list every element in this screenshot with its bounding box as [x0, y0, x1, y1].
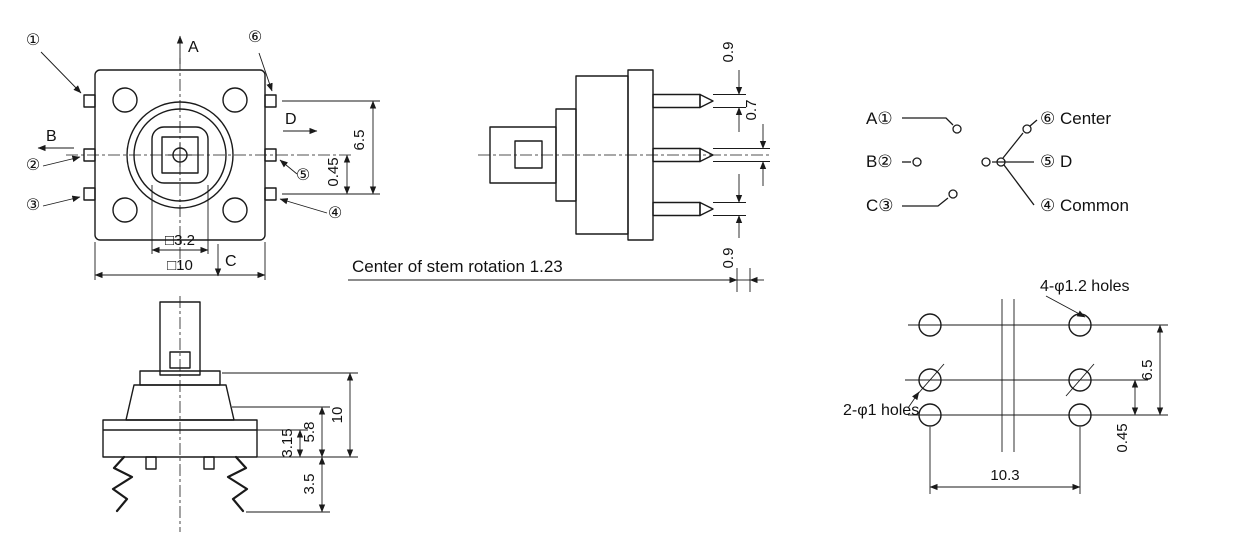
- dim-0-9-top-label: 0.9: [720, 42, 737, 63]
- hole-bottom-left: [918, 403, 942, 427]
- dim-10-label: □10: [167, 257, 193, 274]
- pin-5-label: ⑤: [296, 167, 310, 184]
- pivot-contact: [996, 157, 1006, 167]
- pin-tab-6: [264, 94, 277, 108]
- front-view: 10 5.8 3.15 3.5: [102, 296, 358, 532]
- stem-ring-outer: [126, 101, 234, 209]
- terminal-d-label: ⑤ D: [1040, 152, 1072, 171]
- contact-center: [1022, 124, 1032, 134]
- dim-0-7-label: 0.7: [743, 100, 760, 121]
- hole-top-left: [918, 313, 942, 337]
- contact-b: [912, 157, 922, 167]
- corner-holes-label: 4-φ1.2 holes: [1040, 278, 1130, 295]
- pin-top-tip: [699, 93, 714, 109]
- pin-middle-tip: [699, 147, 714, 163]
- middle-holes-label: 2-φ1 holes: [843, 402, 919, 419]
- lever: [1002, 132, 1024, 159]
- wire-common: [1003, 164, 1035, 206]
- pin-3-leader: [42, 195, 81, 207]
- wire-c: [902, 197, 949, 207]
- stem-square-inner: [161, 136, 199, 174]
- mount-clip-left: [111, 455, 134, 513]
- terminal-center-label: ⑥ Center: [1040, 109, 1111, 128]
- dim-0-9-bottom-label: 0.9: [720, 248, 737, 269]
- pin-6-label: ⑥: [248, 29, 262, 46]
- corner-rivet: [222, 197, 248, 223]
- pin-5-leader: [279, 159, 298, 175]
- hole-bottom-right: [1068, 403, 1092, 427]
- pin-1-label: ①: [26, 32, 40, 49]
- side-view: 0.9 0.7 0.9 Center of stem rotation 1.23: [348, 42, 772, 292]
- direction-a-label: A: [188, 39, 199, 56]
- pin-tab-5: [264, 148, 277, 162]
- dim-5-8-label: 5.8: [301, 422, 318, 443]
- pin-tab-4: [264, 187, 277, 201]
- pin-2-label: ②: [26, 157, 40, 174]
- pin-tab-1: [83, 94, 96, 108]
- circuit-diagram: A① B② C③ ⑥ Center ⑤ D ④ Common: [866, 109, 1129, 215]
- foot-tab: [145, 456, 157, 470]
- dim-0-45-label: 0.45: [325, 157, 342, 186]
- direction-d-label: D: [285, 111, 297, 128]
- dim-10-3-label: 10.3: [990, 467, 1019, 484]
- middle-holes-leader: [907, 391, 920, 409]
- terminal-common-label: ④ Common: [1040, 196, 1129, 215]
- pcb-layout: 4-φ1.2 holes 2-φ1 holes 10.3 6.5 0.45: [843, 278, 1168, 494]
- pin-3-label: ③: [26, 197, 40, 214]
- pin-bottom: [652, 201, 701, 217]
- pin-top: [652, 93, 701, 109]
- dim-6-5-label: 6.5: [1139, 360, 1156, 381]
- pin-bottom-tip: [699, 201, 714, 217]
- contact-a: [952, 124, 962, 134]
- corner-rivet: [222, 87, 248, 113]
- hole-slash: [1065, 363, 1095, 397]
- pin-1-leader: [40, 51, 82, 94]
- dim-10-label: 10: [329, 407, 346, 424]
- stem-detail: [169, 351, 191, 369]
- terminal-a-label: A①: [866, 109, 893, 128]
- contact-d: [981, 157, 991, 167]
- dim-3-2-label: □3.2: [165, 232, 195, 249]
- wire-center: [1029, 119, 1038, 127]
- pin-tab-3: [83, 187, 96, 201]
- pin-6-leader: [258, 52, 273, 92]
- dim-0-45-label: 0.45: [1114, 423, 1131, 452]
- dim-3-5-label: 3.5: [301, 474, 318, 495]
- direction-c-label: C: [225, 253, 237, 270]
- wire-a: [902, 117, 954, 126]
- dim-3-15-label: 3.15: [279, 428, 296, 457]
- stem-ring-inner: [133, 108, 227, 202]
- corner-rivet: [112, 87, 138, 113]
- hole-middle-left: [918, 368, 942, 392]
- mount-clip-right: [226, 455, 249, 513]
- foot-tab: [203, 456, 215, 470]
- stem-rotation-note: Center of stem rotation 1.23: [352, 257, 563, 276]
- top-view: ① ⑥ ② ③ ⑤ ④ A B D C 6.5 0.45 □3.2: [26, 29, 380, 280]
- terminal-b-label: B②: [866, 152, 893, 171]
- stem-square-outer: [151, 126, 209, 184]
- pin-4-label: ④: [328, 205, 342, 222]
- direction-b-label: B: [46, 128, 57, 145]
- switch-base: [102, 419, 258, 458]
- hole-middle-right: [1068, 368, 1092, 392]
- terminal-c-label: C③: [866, 196, 894, 215]
- corner-rivet: [112, 197, 138, 223]
- pin-tab-2: [83, 148, 96, 162]
- corner-holes-leader: [1045, 295, 1086, 318]
- contact-c: [948, 189, 958, 199]
- pin-4-leader: [279, 198, 328, 214]
- dim-6-5-label: 6.5: [351, 130, 368, 151]
- pin-2-leader: [42, 155, 81, 167]
- stem-detail-square: [514, 140, 543, 169]
- hole-slash: [915, 363, 945, 397]
- stem: [159, 301, 201, 376]
